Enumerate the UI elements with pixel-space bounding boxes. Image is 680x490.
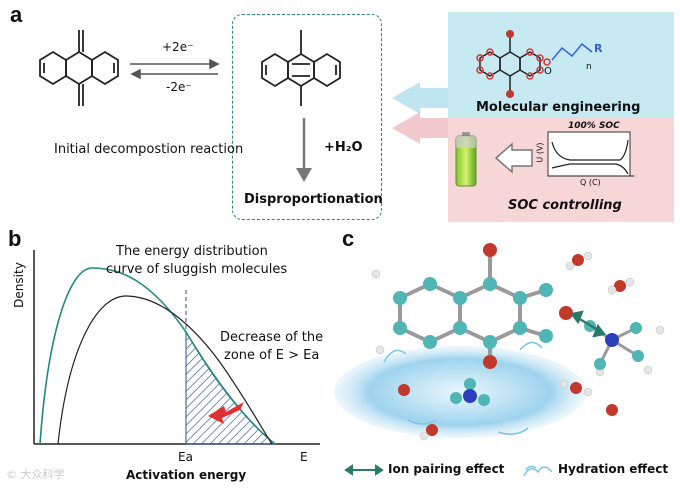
tetramethylammonium-in-water [450, 378, 490, 406]
soc-controlling-arrow [392, 112, 448, 144]
initial-reaction-label: Initial decompostion reaction [54, 142, 244, 157]
curve-title-line2: curve of sluggish molecules [106, 262, 288, 277]
forward-electron-label: +2e⁻ [162, 40, 194, 54]
hydrogen-atoms [371, 251, 665, 441]
soc-hollow-arrow [494, 142, 533, 174]
engineered-molecule-oxygens [506, 30, 514, 98]
reaction-dashed-box [232, 14, 382, 220]
ion-pairing-arrow [570, 310, 606, 338]
oxygen-atoms [398, 243, 626, 436]
ion-pairing-legend-label: Ion pairing effect [388, 462, 505, 476]
molecular-engineering-label: Molecular engineering [476, 100, 641, 115]
anthraquinone-dianion-structure [261, 30, 341, 106]
black-distribution-curve [57, 295, 273, 445]
ion-pairing-legend-icon [344, 464, 384, 476]
soc-y-axis: U (V) [535, 142, 545, 163]
soc-mini-plot [547, 131, 634, 177]
o-label: O [544, 66, 552, 77]
decrease-red-arrow [208, 402, 244, 424]
water-splash [334, 346, 586, 438]
carbon-atoms [393, 277, 553, 349]
density-axis-label: Density [11, 262, 26, 308]
battery-icon [455, 132, 477, 187]
activation-energy-label: Activation energy [126, 468, 247, 482]
hydration-legend-label: Hydration effect [558, 462, 669, 476]
hydration-legend-icon [523, 465, 553, 477]
water-droplets [383, 341, 543, 435]
decrease-line2: zone of E > Ea [224, 348, 320, 363]
anthraquinone-ball-stick [398, 256, 547, 358]
disproportionation-label: Disproportionation [244, 192, 383, 207]
ea-tick-label: Ea [178, 450, 193, 464]
n-subscript: n [586, 62, 592, 72]
panel-b-letter: b [8, 226, 22, 251]
soc-x-axis: Q (C) [580, 178, 601, 187]
anthraquinone-structure [39, 30, 119, 106]
e-tick-label: E [300, 450, 308, 464]
water-label: +H₂O [324, 140, 363, 155]
panel-a-letter: a [10, 2, 23, 27]
disproportionation-arrow [296, 118, 312, 182]
engineered-molecule [479, 36, 593, 92]
curve-title-line1: The energy distribution [116, 244, 268, 259]
equilibrium-arrows [130, 58, 220, 80]
decrease-line1: Decrease of the [220, 330, 324, 345]
watermark: © 大众科学 [6, 468, 65, 481]
molecular-engineering-arrow [392, 82, 448, 114]
soc-title: 100% SOC [568, 121, 620, 131]
soc-controlling-label: SOC controlling [508, 198, 622, 213]
panel-c-letter: c [342, 226, 355, 251]
r-group-label: R [594, 42, 603, 55]
reverse-electron-label: -2e⁻ [166, 80, 192, 94]
teal-distribution-curve [39, 267, 276, 445]
panel-b-axes [33, 250, 320, 445]
engineered-molecule-substitution-sites [476, 48, 551, 80]
molecular-engineering-band [448, 12, 674, 122]
